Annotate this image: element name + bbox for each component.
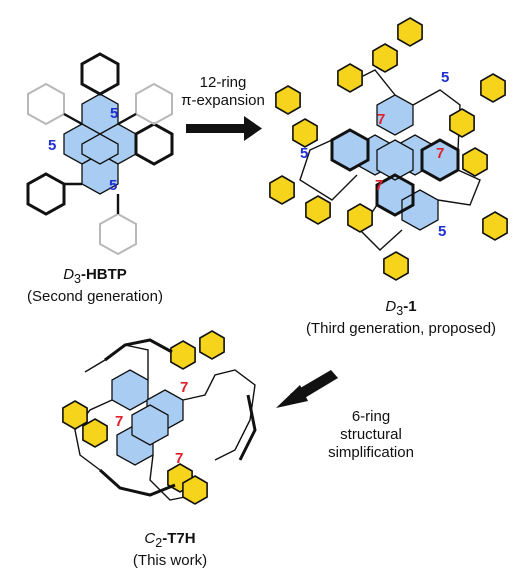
hbtp-ring-bottom-grey (99, 212, 137, 256)
expansion-label: 12-ring π-expansion (180, 74, 266, 110)
d3-1-generation: (Third generation, proposed) (305, 320, 497, 337)
d3-1-ring7-label-b: 7 (436, 145, 444, 162)
hbtp-ring-top (80, 52, 120, 96)
hbtp-structure: 5 5 5 (26, 52, 174, 256)
hbtp-name: D3-HBTP (63, 266, 127, 286)
t7h-ring7-label-a: 7 (180, 379, 188, 396)
expansion-label-line1: 12-ring (199, 74, 247, 91)
simplification-label: 6-ring structural simplification (316, 408, 426, 462)
hbtp-core-ring-center (81, 133, 119, 165)
d3-1-ring5-label-b: 5 (300, 145, 308, 162)
t7h-name: C2-T7H (144, 530, 196, 550)
hbtp-ring5-label-a: 5 (110, 105, 118, 122)
hbtp-ring-topright-grey (135, 82, 173, 126)
t7h-ring7-label-c: 7 (175, 450, 183, 467)
hbtp-ring5-label-c: 5 (109, 177, 117, 194)
d3-1-name: D3-1 (385, 298, 417, 318)
t7h-ring7-label-b: 7 (115, 413, 123, 430)
expansion-label-line2: π-expansion (181, 92, 265, 109)
d3-1-caption: D3-1 (Third generation, proposed) (290, 298, 512, 338)
d3-1-ring5-label-a: 5 (441, 69, 449, 86)
d3-1-ring5-label-c: 5 (438, 223, 446, 240)
hbtp-ring-right (134, 122, 174, 166)
expansion-arrow (186, 116, 262, 141)
simplification-label-line2: structural (340, 426, 402, 443)
hbtp-generation: (Second generation) (27, 288, 163, 305)
d3-1-structure: 5 5 5 7 7 7 (269, 17, 508, 281)
simplification-arrow (276, 370, 338, 408)
hbtp-ring5-label-b: 5 (48, 137, 56, 154)
hbtp-ring-left-grey (27, 82, 65, 126)
d3-1-ring7-label-c: 7 (375, 177, 383, 194)
d3-1-ring7-label-a: 7 (377, 111, 385, 128)
t7h-structure: 7 7 7 (62, 330, 257, 505)
hbtp-caption: D3-HBTP (Second generation) (10, 266, 180, 306)
hbtp-core-ring-bottom (81, 153, 119, 195)
t7h-generation: (This work) (132, 552, 208, 569)
t7h-caption: C2-T7H (This work) (95, 530, 245, 570)
simplification-label-line1: 6-ring (351, 408, 391, 425)
hbtp-ring-bottomleft (26, 172, 66, 216)
simplification-label-line3: simplification (328, 444, 414, 461)
